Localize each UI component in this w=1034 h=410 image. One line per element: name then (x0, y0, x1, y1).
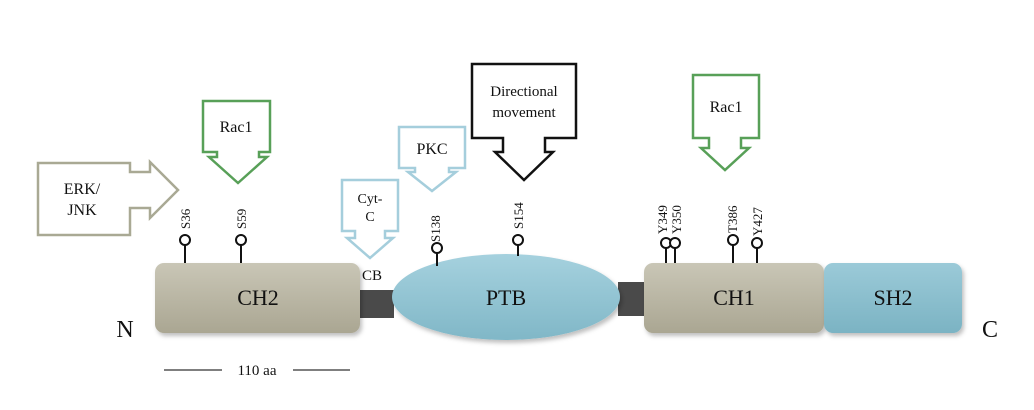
site-t386: T386 (725, 205, 740, 263)
ch2-label: CH2 (237, 285, 279, 310)
ch1-domain (644, 263, 824, 333)
cytc-arrow: Cyt- C (340, 178, 400, 260)
ptb-ch1-linker (618, 282, 646, 316)
c-terminus-label: C (982, 317, 998, 343)
svg-text:Y427: Y427 (750, 207, 765, 236)
site-s154: S154 (511, 202, 526, 256)
ch1-label: CH1 (713, 285, 755, 310)
svg-text:S36: S36 (178, 208, 193, 229)
sh2-domain (824, 263, 962, 333)
svg-text:S154: S154 (511, 202, 526, 229)
cb-linker (358, 290, 394, 318)
site-y350: Y350 (669, 205, 684, 263)
site-s138: S138 (428, 215, 443, 266)
rac1-left-label: Rac1 (220, 119, 253, 136)
ptb-domain (392, 254, 620, 340)
erk-jnk-label-line1: ERK/ (64, 181, 101, 198)
scale-bar: 110 aa (164, 363, 350, 379)
ch2-domain (155, 263, 360, 333)
svg-text:S138: S138 (428, 215, 443, 242)
site-s36: S36 (178, 208, 193, 263)
erk-jnk-label-line2: JNK (67, 202, 97, 219)
rac1-right-label: Rac1 (710, 99, 743, 116)
erk-jnk-arrow: ERK/ JNK (36, 158, 180, 237)
svg-text:Y349: Y349 (655, 205, 670, 234)
scale-bar-label: 110 aa (237, 363, 276, 379)
cytc-label-line1: Cyt- (358, 192, 383, 207)
rac1-right-arrow: Rac1 (691, 73, 761, 172)
pkc-arrow: PKC (397, 125, 467, 193)
svg-text:T386: T386 (725, 205, 740, 233)
pkc-label: PKC (416, 141, 447, 158)
site-y427: Y427 (750, 207, 765, 263)
ptb-label: PTB (486, 285, 526, 310)
site-s59: S59 (234, 209, 249, 263)
n-terminus-label: N (116, 317, 133, 343)
cytc-label-line2: C (365, 210, 374, 225)
cb-label: CB (362, 268, 382, 284)
sh2-label: SH2 (873, 285, 912, 310)
directional-movement-label-line2: movement (492, 105, 556, 121)
svg-text:Y350: Y350 (669, 205, 684, 234)
rac1-left-arrow: Rac1 (201, 99, 272, 185)
directional-movement-label-line1: Directional (490, 84, 557, 100)
directional-movement-arrow: Directional movement (470, 62, 578, 182)
svg-text:S59: S59 (234, 209, 249, 229)
